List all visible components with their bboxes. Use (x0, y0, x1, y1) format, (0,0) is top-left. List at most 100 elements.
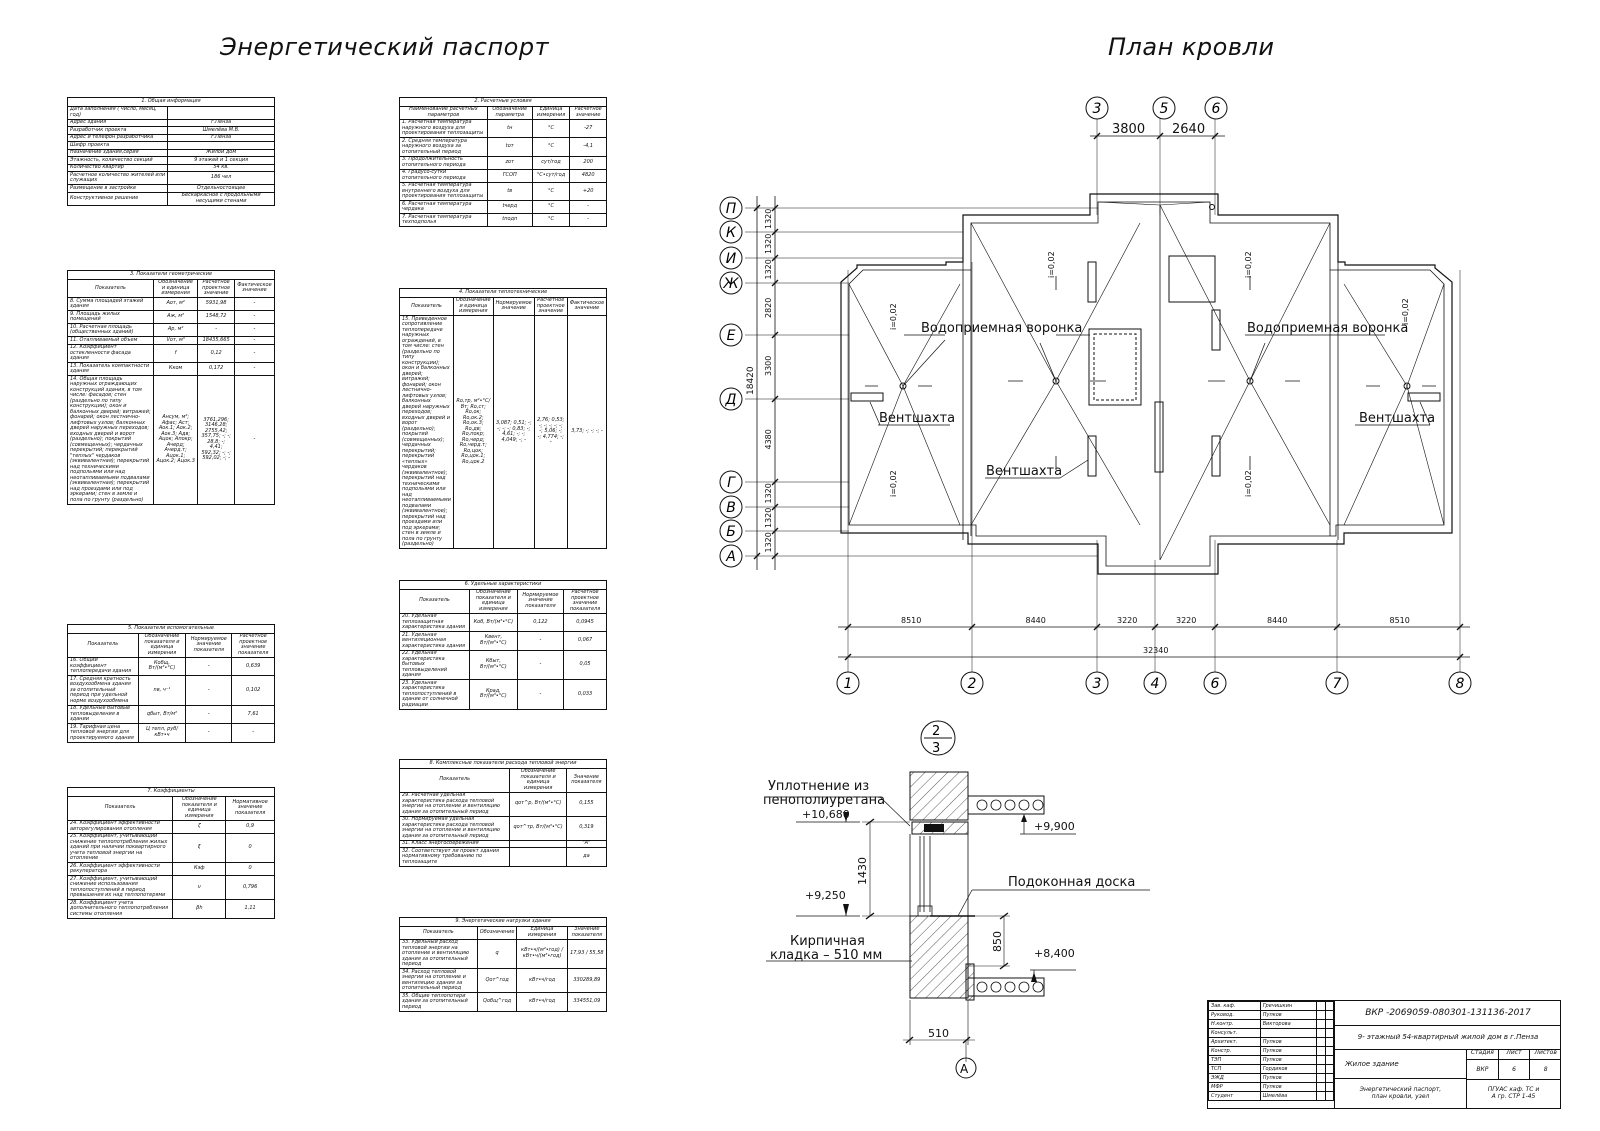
axis-bubble-bottom-circle (836, 671, 860, 695)
stamp-project: 9- этажный 54-квартирный жилой дом в г.П… (1334, 1025, 1561, 1050)
table-cell: 3,73; -; -; -; - (566, 315, 608, 549)
table-row: 20. Удельная теплозащитная характеристик… (399, 612, 607, 632)
axis-bubble-left-circle (719, 519, 743, 543)
table-cell: - (233, 297, 276, 311)
sheet-label: Лист (1499, 1049, 1531, 1059)
table-cell: f (152, 343, 199, 363)
table-cell: 14. Общая площадь наружных ограждающих к… (67, 375, 154, 505)
dim-left: 1320 (764, 532, 773, 552)
sheets-label: Листов (1534, 1049, 1557, 1056)
stamp-row: Зав. каф.Гречишкин (1208, 1001, 1335, 1011)
table-cell: 0,172 (197, 362, 235, 376)
table-row: 1. Расчетная температура наружного возду… (399, 118, 607, 138)
slope-label: i=0,02 (889, 470, 898, 497)
table-cell: 0,033 (563, 679, 607, 710)
table-cell: ν (172, 875, 227, 900)
stamp-cell (1324, 1091, 1335, 1101)
table-row: 5. Расчетная температура внутреннего воз… (399, 181, 607, 201)
table-row: Дата заполнения ( число, месяц, год) (66, 105, 275, 120)
axis-bubble-left: Б (726, 524, 736, 540)
table-header-cell: Показатель (399, 296, 454, 316)
table-header-cell: Показатель (399, 925, 478, 940)
sill-label: Подоконная доска (1008, 875, 1135, 890)
table-cell (509, 847, 567, 867)
table-cell: °С•сут/год (531, 168, 571, 183)
stamp-cell: Н.контр. (1208, 1019, 1261, 1029)
table-cell: 0,067 (563, 631, 607, 651)
table-row: 32. Соответствует ли проект здания норма… (398, 847, 608, 867)
dim-bottom: 8440 (1026, 616, 1046, 625)
axis-bubble-left-circle (719, 271, 743, 295)
table-row: 25. Коэффициент, учитывающий снижение те… (66, 832, 275, 863)
table-cell: 0,796 (225, 875, 275, 900)
table-cell: Разработчик проекта (66, 126, 169, 135)
stamp-cell (1324, 1028, 1335, 1038)
table-thermal: 4. Показатели теплотехнические Показател… (399, 288, 608, 549)
table-cell: Назначение здания,серия (66, 148, 169, 157)
table-cell: 9 этажей и 1 секция (167, 156, 275, 165)
dim-top-2: 2640 (1172, 122, 1205, 137)
table-cell: 26. Коэффициент эффективности рекуперато… (66, 862, 174, 876)
level-mark: +9,250 (805, 889, 846, 902)
table-cell: Бескаркасное с продольными несущими стен… (167, 191, 275, 206)
table-cell: - (516, 679, 565, 710)
seal-label-line2: пенополиуретана (763, 793, 885, 808)
table-cell: 7. Расчетная температура техподполья (399, 213, 488, 227)
stamp-cell: Гречишкин (1259, 1001, 1318, 1011)
sheets-value: 8 (1543, 1066, 1548, 1073)
table-cell: 0,319 (565, 815, 608, 841)
table-row: Расчетное количество жителей или служащи… (66, 171, 275, 185)
dim-top-1: 3800 (1112, 122, 1145, 137)
table-cell: - (231, 723, 275, 743)
stamp-cell: Констр. (1208, 1046, 1261, 1056)
table-cell: - (185, 723, 233, 743)
stamp-cell: Пупков (1259, 1073, 1318, 1083)
dim-left: 3300 (764, 356, 773, 376)
table-header-cell: Показатель (66, 795, 174, 821)
table-caption: 7. Коэффициенты (67, 787, 275, 796)
stage-label: Стадия (1467, 1049, 1499, 1059)
table-cell: 22. Удельная характеристика бытовых тепл… (399, 649, 470, 680)
table-header-cell: Значение показателя (565, 767, 608, 793)
table-header-cell: Обозначение показателя и единица измерен… (137, 632, 187, 658)
dim-bottom: 8510 (901, 616, 921, 625)
stamp-row: Н.контр.Викторова (1208, 1019, 1335, 1029)
table-cell: Количество квартир (66, 163, 169, 172)
table-cell: zот (486, 155, 533, 170)
table-header-cell: Фактическое значение (566, 296, 608, 316)
table-header-cell: Показатель (399, 588, 470, 614)
table-cell: ζ (172, 819, 227, 834)
table-cell: qбыт, Вт/м² (137, 704, 187, 724)
table-cell: 33. Удельный расход тепловой энергии на … (399, 938, 478, 969)
table-header-cell: Обозначение и единица измерения (152, 278, 199, 298)
table-complex-indicators: 8. Комплексные показатели расхода теплов… (398, 759, 608, 867)
stamp-cell: МФР (1208, 1082, 1261, 1092)
axis-bubble-top-circle (1085, 96, 1109, 120)
axis-bubble-left-circle (719, 246, 743, 270)
axis-bubble-left-circle (719, 544, 743, 568)
table-row: 27. Коэффициент, учитывающий снижение ис… (66, 875, 275, 900)
table-cell: nв, ч⁻¹ (137, 675, 187, 706)
table-header-cell: Нормируемое значение показателя (185, 632, 233, 658)
stamp-cell (1324, 1037, 1335, 1047)
table-caption: 8. Комплексные показатели расхода теплов… (399, 759, 607, 768)
table-cell: tчерд (486, 200, 533, 214)
sheet-value: 6 (1499, 1060, 1531, 1080)
table-cell: 15. Приведенное сопротивление теплоперед… (399, 315, 454, 549)
table-cell: q (476, 938, 518, 969)
table-header-cell: Обозначение и единица измерения (452, 296, 494, 316)
table-cell: 29. Расчетная удельная характеристика ра… (398, 791, 511, 817)
table-cell: 7,61 (231, 704, 275, 724)
stamp-cell: Студент (1208, 1091, 1261, 1101)
table-cell: 186 чел (167, 171, 275, 185)
table-cell: 9. Площадь жилых помещений (67, 310, 154, 324)
table-cell: tв (486, 181, 533, 201)
axis-bubble-top: 3 (1093, 101, 1102, 117)
table-cell: 0 (225, 862, 275, 876)
